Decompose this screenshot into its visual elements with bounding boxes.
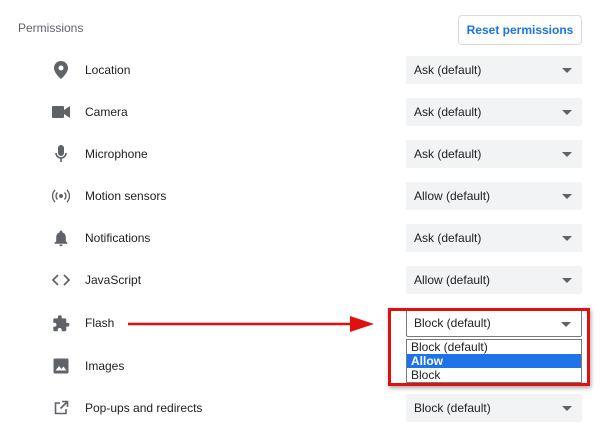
permission-label: Pop-ups and redirects: [85, 401, 203, 415]
annotation-arrow-icon: [128, 316, 374, 332]
permission-row-motion-sensors: Motion sensors Allow (default): [0, 175, 600, 217]
reset-permissions-button[interactable]: Reset permissions: [458, 15, 582, 45]
dropdown-option-block-default[interactable]: Block (default): [411, 340, 488, 354]
permission-label: Microphone: [85, 147, 148, 161]
permission-row-javascript: JavaScript Allow (default): [0, 259, 600, 301]
permission-row-camera: Camera Ask (default): [0, 91, 600, 133]
permission-label: Motion sensors: [85, 189, 167, 203]
select-value: Allow (default): [414, 273, 491, 287]
javascript-select[interactable]: Allow (default): [406, 266, 582, 294]
flash-dropdown-list: Block (default) Allow Block: [406, 339, 582, 383]
permission-row-notifications: Notifications Ask (default): [0, 217, 600, 259]
select-value: Block (default): [414, 316, 491, 330]
image-icon: [52, 357, 70, 375]
camera-select[interactable]: Ask (default): [406, 98, 582, 126]
permission-row-location: Location Ask (default): [0, 49, 600, 91]
dropdown-option-block[interactable]: Block: [411, 368, 441, 382]
permission-label: Camera: [85, 105, 128, 119]
dropdown-caret-icon: [562, 152, 572, 157]
motion-sensors-icon: [52, 187, 70, 205]
permission-row-images: Images: [0, 345, 600, 387]
dropdown-caret-icon: [562, 110, 572, 115]
permission-row-microphone: Microphone Ask (default): [0, 133, 600, 175]
dropdown-option-allow[interactable]: Allow: [407, 354, 581, 368]
annotation-highlight-box: [388, 308, 590, 386]
flash-select[interactable]: Block (default): [406, 309, 582, 337]
permission-row-flash: Flash Block (default): [0, 302, 600, 344]
permission-label: Notifications: [85, 231, 151, 245]
permission-row-popups: Pop-ups and redirects Block (default): [0, 387, 600, 429]
code-brackets-icon: [52, 271, 70, 289]
popups-select[interactable]: Block (default): [406, 394, 582, 422]
dropdown-caret-icon: [562, 406, 572, 411]
puzzle-piece-icon: [52, 314, 70, 332]
permission-label: Location: [85, 63, 131, 77]
open-in-new-icon: [52, 399, 70, 417]
microphone-icon: [52, 145, 70, 163]
motion-sensors-select[interactable]: Allow (default): [406, 182, 582, 210]
dropdown-caret-icon: [562, 236, 572, 241]
select-value: Block (default): [414, 401, 491, 415]
permission-label: JavaScript: [85, 273, 142, 287]
bell-icon: [52, 229, 70, 247]
dropdown-caret-icon: [561, 322, 571, 327]
notifications-select[interactable]: Ask (default): [406, 224, 582, 252]
permission-label: Flash: [85, 316, 115, 330]
select-value: Ask (default): [414, 231, 482, 245]
select-value: Ask (default): [414, 105, 482, 119]
location-select[interactable]: Ask (default): [406, 56, 582, 84]
select-value: Ask (default): [414, 147, 482, 161]
permission-label: Images: [85, 359, 125, 373]
select-value: Ask (default): [414, 63, 482, 77]
location-pin-icon: [52, 61, 70, 79]
microphone-select[interactable]: Ask (default): [406, 140, 582, 168]
dropdown-caret-icon: [562, 278, 572, 283]
camera-icon: [52, 103, 70, 121]
permissions-section-title: Permissions: [18, 21, 84, 35]
dropdown-caret-icon: [562, 194, 572, 199]
dropdown-caret-icon: [562, 68, 572, 73]
select-value: Allow (default): [414, 189, 491, 203]
